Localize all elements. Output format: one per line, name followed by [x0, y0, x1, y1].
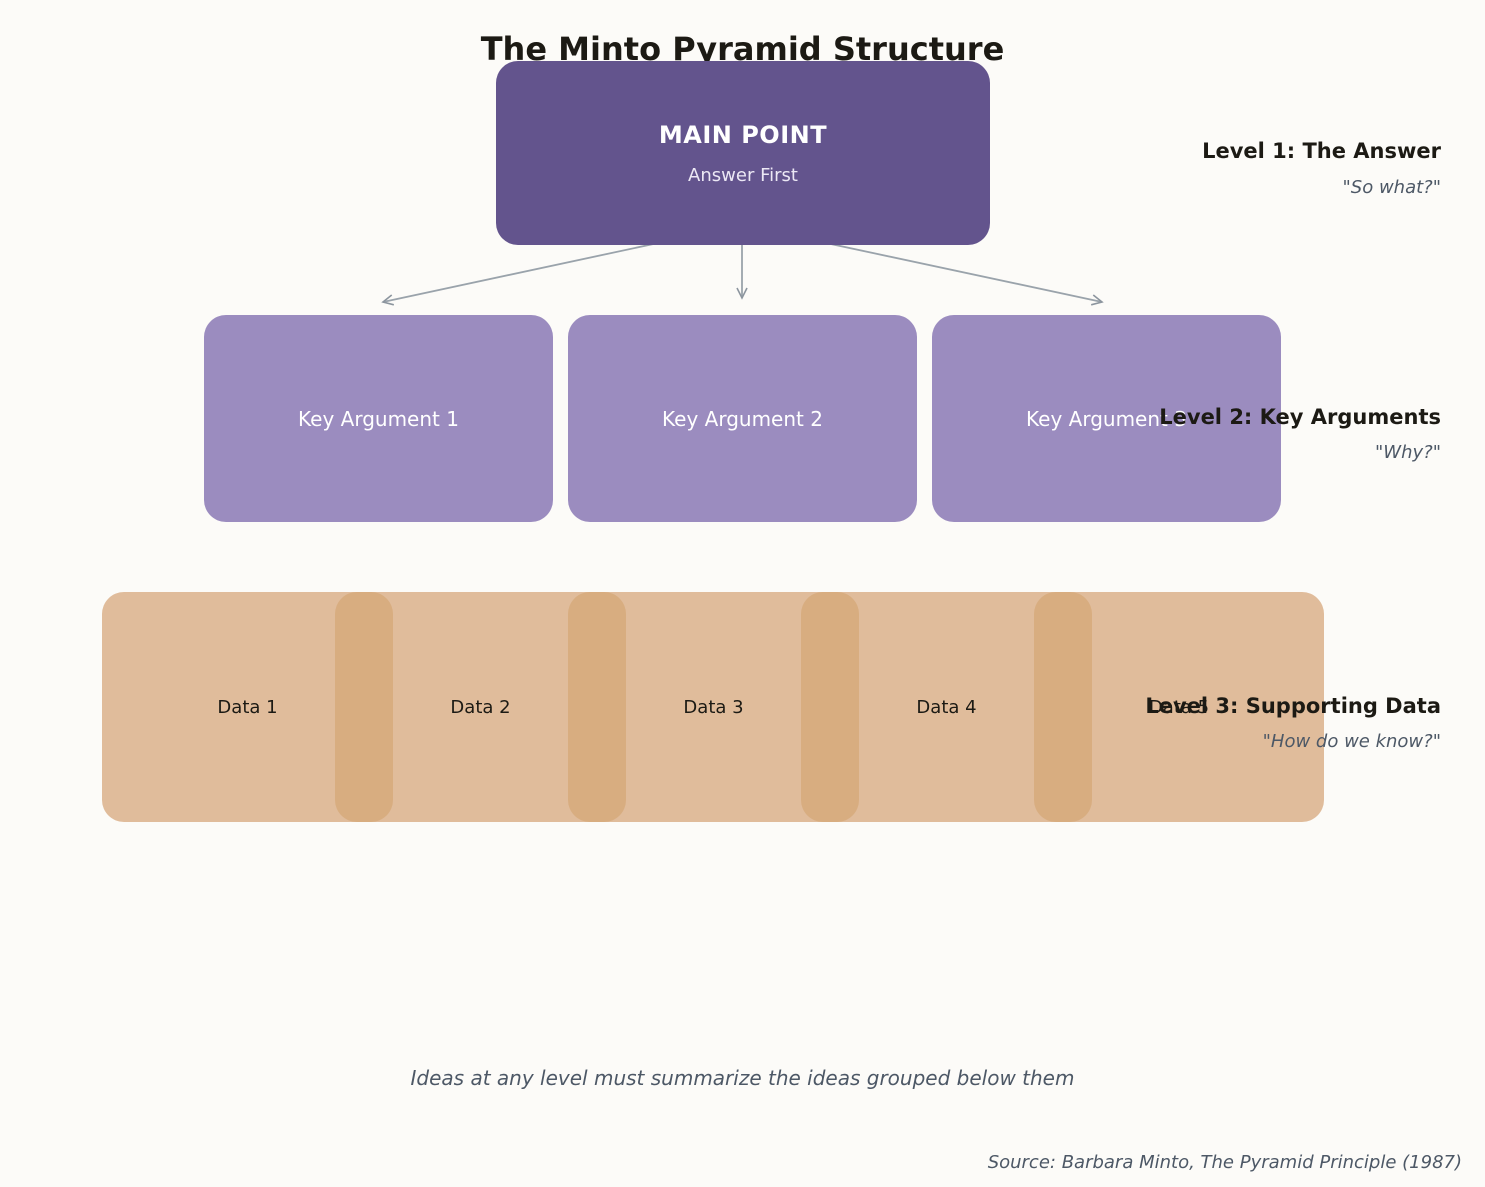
data-overlap-4: [1034, 592, 1092, 822]
data-overlap-3: [801, 592, 859, 822]
level-3-question: "How do we know?": [1262, 731, 1441, 752]
key-argument-2-box: Key Argument 2: [568, 315, 917, 522]
level-1-question: "So what?": [1342, 177, 1442, 198]
main-point-box: MAIN POINT Answer First: [496, 61, 990, 245]
main-point-title: MAIN POINT: [658, 120, 828, 149]
data-overlap-2: [568, 592, 626, 822]
main-point-subtitle: Answer First: [688, 164, 798, 186]
level-2-label: Level 2: Key Arguments: [1159, 405, 1441, 429]
source-citation: Source: Barbara Minto, The Pyramid Princ…: [987, 1152, 1462, 1173]
key-argument-1-box: Key Argument 1: [204, 315, 553, 522]
footer-note: Ideas at any level must summarize the id…: [410, 1066, 1075, 1090]
data-overlap-1: [335, 592, 393, 822]
level-2-question: "Why?": [1375, 442, 1441, 463]
key-argument-3-box: Key Argument 3: [932, 315, 1281, 522]
level-1-label: Level 1: The Answer: [1202, 139, 1441, 163]
level-3-label: Level 3: Supporting Data: [1145, 694, 1441, 718]
